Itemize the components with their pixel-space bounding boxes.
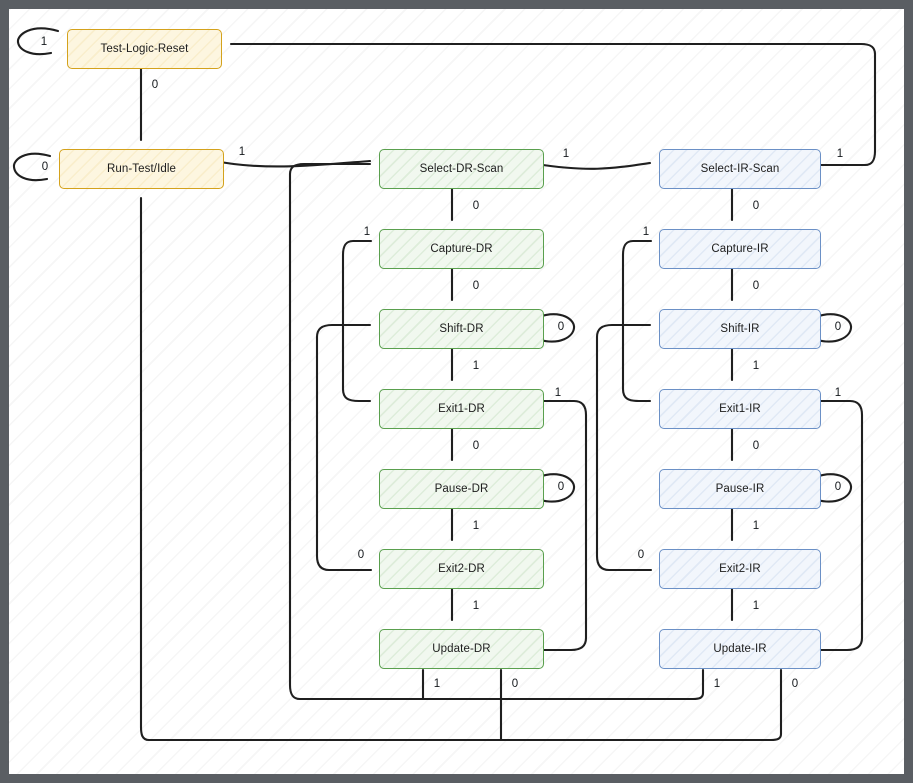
state-label: Run-Test/Idle: [106, 163, 177, 175]
state-label: Shift-DR: [439, 323, 484, 335]
state-label: Exit2-DR: [438, 563, 485, 575]
state-label: Test-Logic-Reset: [100, 43, 189, 55]
edge-label-pdr-self: 0: [557, 481, 565, 493]
state-label: Capture-DR: [430, 243, 493, 255]
state-label: Shift-IR: [720, 323, 760, 335]
edge-label-cir-e1ir: 1: [642, 226, 650, 238]
state-exit2-ir[interactable]: Exit2-IR: [659, 549, 821, 589]
state-label: Pause-DR: [434, 483, 489, 495]
state-label: Update-IR: [713, 643, 767, 655]
state-update-dr[interactable]: Update-DR: [379, 629, 544, 669]
state-label: Pause-IR: [715, 483, 765, 495]
edge-e1dr-udr: [534, 399, 588, 652]
edge-cdr-e1dr: [341, 239, 373, 403]
edge-label-tlr-rti: 0: [151, 79, 159, 91]
edge-label-cdr-shdr: 0: [472, 280, 480, 292]
edge-label-rti-self: 0: [41, 161, 49, 173]
edge-uir-sdrs: [421, 668, 705, 701]
state-exit2-dr[interactable]: Exit2-DR: [379, 549, 544, 589]
state-label: Exit1-DR: [438, 403, 485, 415]
edge-label-shdr-e1dr: 1: [472, 360, 480, 372]
edge-label-cir-shir: 0: [752, 280, 760, 292]
edge-label-shdr-self: 0: [557, 321, 565, 333]
edge-label-uir-sdrs: 1: [713, 678, 721, 690]
edge-label-e1dr-udr: 1: [554, 387, 562, 399]
state-pause-ir[interactable]: Pause-IR: [659, 469, 821, 509]
edge-label-pdr-e2dr: 1: [472, 520, 480, 532]
edge-rti-sdrs: [213, 159, 372, 168]
edge-label-sirs-tlr: 1: [836, 148, 844, 160]
state-run-test-idle[interactable]: Run-Test/Idle: [59, 149, 224, 189]
state-update-ir[interactable]: Update-IR: [659, 629, 821, 669]
edge-e1ir-uir: [810, 399, 864, 652]
edge-label-rti-sdrs: 1: [238, 146, 246, 158]
state-capture-ir[interactable]: Capture-IR: [659, 229, 821, 269]
edge-label-sdrs-sirs: 1: [562, 148, 570, 160]
state-pause-dr[interactable]: Pause-DR: [379, 469, 544, 509]
edge-sdrs-sirs: [534, 161, 652, 170]
edge-uir-rti: [499, 668, 783, 742]
state-select-ir-scan[interactable]: Select-IR-Scan: [659, 149, 821, 189]
edge-label-tlr-self: 1: [40, 36, 48, 48]
state-label: Update-DR: [432, 643, 491, 655]
state-shift-dr[interactable]: Shift-DR: [379, 309, 544, 349]
state-label: Exit2-IR: [719, 563, 761, 575]
edge-sirs-tlr: [229, 42, 877, 167]
edge-label-e1dr-pdr: 0: [472, 440, 480, 452]
state-test-logic-reset[interactable]: Test-Logic-Reset: [67, 29, 222, 69]
edge-tlr-self: [16, 27, 60, 56]
edge-label-e1ir-pir: 0: [752, 440, 760, 452]
edge-label-sdrs-cdr: 0: [472, 200, 480, 212]
state-label: Capture-IR: [711, 243, 769, 255]
edge-e2dr-shdr: [315, 323, 373, 572]
edge-label-e1ir-uir: 1: [834, 387, 842, 399]
state-capture-dr[interactable]: Capture-DR: [379, 229, 544, 269]
edge-label-e2ir-uir: 1: [752, 600, 760, 612]
edge-label-e2dr-shdr: 0: [357, 549, 365, 561]
edge-label-udr-sdrs: 1: [433, 678, 441, 690]
edge-label-pir-e2ir: 1: [752, 520, 760, 532]
state-label: Select-IR-Scan: [700, 163, 780, 175]
state-select-dr-scan[interactable]: Select-DR-Scan: [379, 149, 544, 189]
state-label: Select-DR-Scan: [419, 163, 504, 175]
state-label: Exit1-IR: [719, 403, 761, 415]
edge-label-uir-rti: 0: [791, 678, 799, 690]
state-exit1-dr[interactable]: Exit1-DR: [379, 389, 544, 429]
edge-label-shir-e1ir: 1: [752, 360, 760, 372]
edge-label-shir-self: 0: [834, 321, 842, 333]
edge-label-sirs-cir: 0: [752, 200, 760, 212]
edge-label-e2dr-udr: 1: [472, 600, 480, 612]
state-shift-ir[interactable]: Shift-IR: [659, 309, 821, 349]
edge-cir-e1ir: [621, 239, 653, 403]
edge-e2ir-shir: [595, 323, 653, 572]
edge-label-pir-self: 0: [834, 481, 842, 493]
edge-label-udr-rti: 0: [511, 678, 519, 690]
edge-label-e2ir-shir: 0: [637, 549, 645, 561]
state-exit1-ir[interactable]: Exit1-IR: [659, 389, 821, 429]
edge-label-cdr-e1dr: 1: [363, 226, 371, 238]
